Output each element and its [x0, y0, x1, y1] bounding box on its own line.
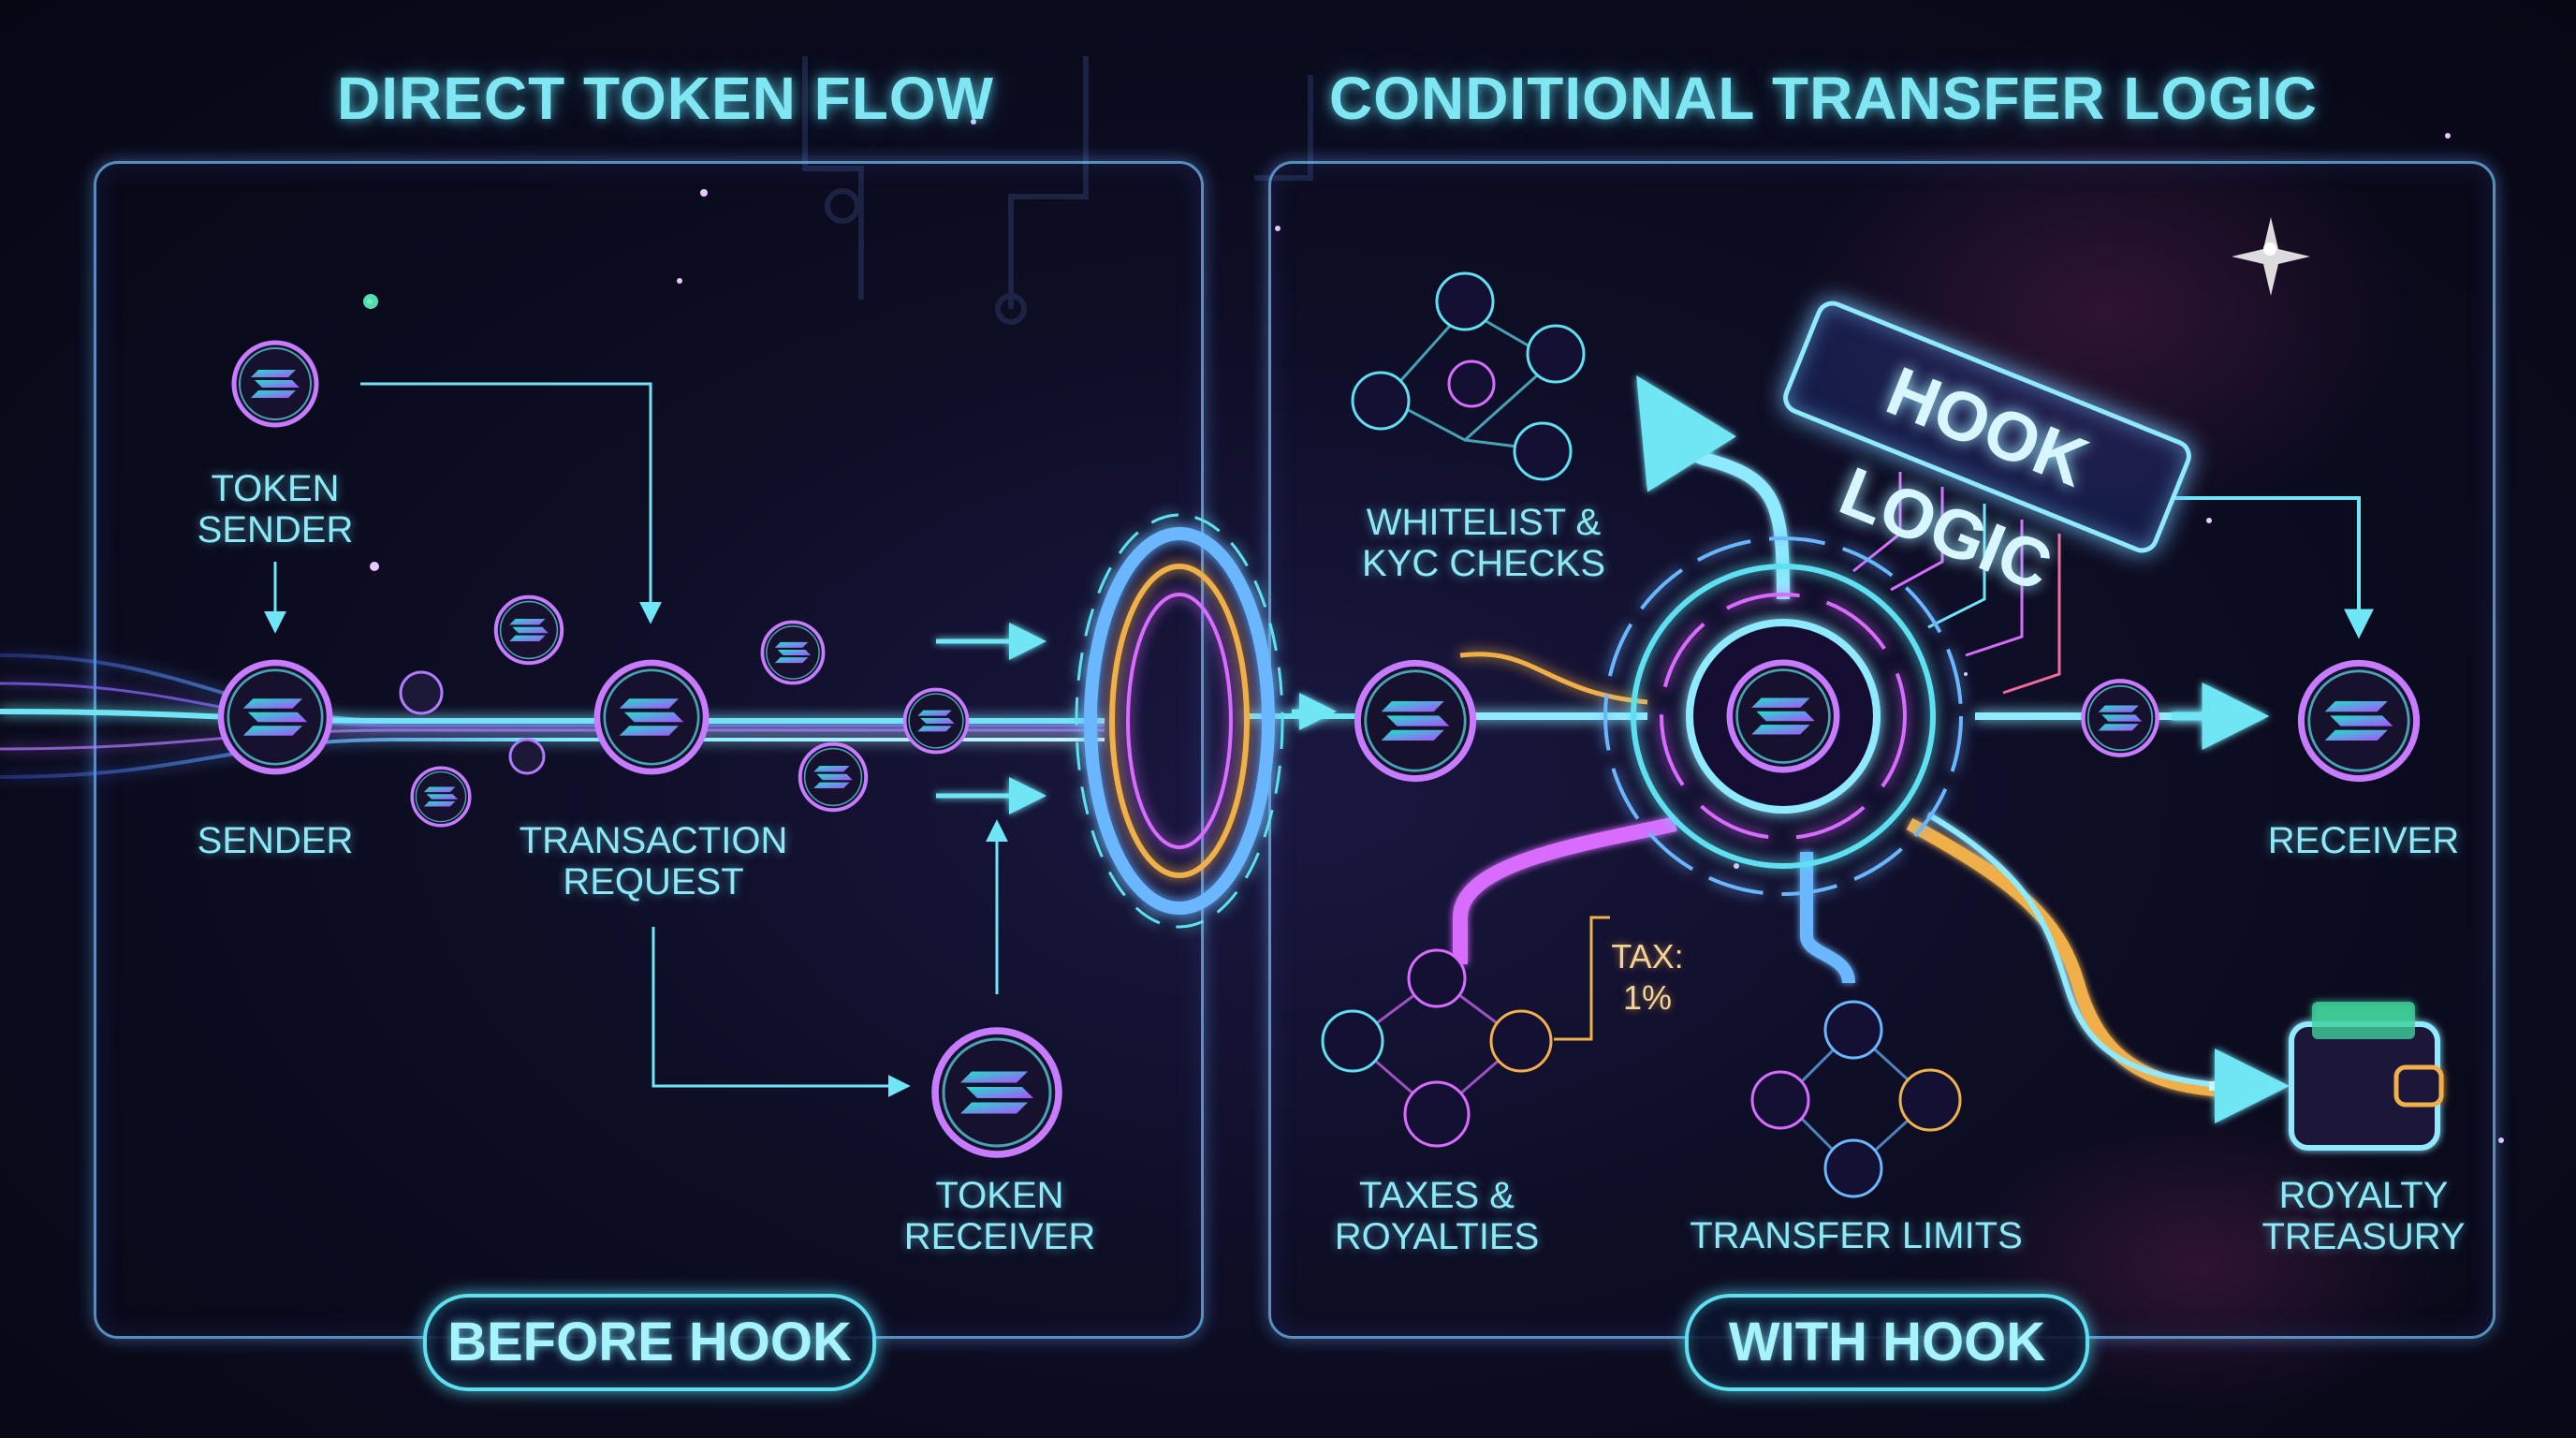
- sender-label: SENDER: [197, 820, 354, 861]
- hourglass-icon: [1750, 1070, 1810, 1130]
- token-receiver-label: TOKEN RECEIVER: [903, 1175, 1096, 1257]
- cube-node-icon: [399, 670, 444, 715]
- hand-coin-icon: [1823, 1138, 1883, 1198]
- token-sender-icon: [234, 343, 316, 425]
- dollar-coin-icon: [1489, 1009, 1553, 1073]
- glow-dot: [363, 294, 378, 309]
- token-receiver-icon: [935, 1031, 1059, 1154]
- incoming-token-icon: [1357, 663, 1472, 778]
- network-icon: [1321, 1009, 1384, 1073]
- hook-to-receiver-connector: [2172, 496, 2374, 639]
- timer-icon: [1898, 1068, 1962, 1132]
- transaction-request-label: TRANSACTION REQUEST: [519, 820, 788, 902]
- clock-icon: [1823, 1000, 1883, 1060]
- user-icon: [1435, 271, 1495, 331]
- hook-connectors: [1852, 472, 2061, 695]
- small-token-icon: [493, 594, 564, 666]
- transaction-token-icon: [597, 663, 706, 771]
- tax-connector: [1554, 916, 1610, 1041]
- royalty-treasury-label: ROYALTY TREASURY: [2261, 1175, 2466, 1257]
- small-token-icon: [410, 766, 472, 828]
- small-token-icon: [760, 620, 826, 685]
- sparkle-star: [2232, 217, 2310, 296]
- with-hook-badge: WITH HOOK: [1685, 1294, 2089, 1391]
- whitelist-kyc-label: WHITELIST & KYC CHECKS: [1361, 502, 1606, 584]
- wallet-icon: [2289, 1002, 2444, 1151]
- tax-rate-label: TAX: 1%: [1611, 937, 1684, 1017]
- shield-check-icon: [1513, 421, 1573, 481]
- sender-token-icon: [221, 663, 329, 771]
- nebula-glow: [1797, 94, 2415, 524]
- whitelist-cluster: [1351, 271, 1586, 481]
- left-connectors: [264, 382, 1008, 1097]
- dollar-icon: [1403, 1080, 1471, 1148]
- outgoing-token-icon: [2083, 681, 2157, 755]
- flow-arrows-left: [936, 623, 2270, 814]
- section-title-right: CONDITIONAL TRANSFER LOGIC: [1329, 65, 2318, 132]
- transfer-limits-label: TRANSFER LIMITS: [1690, 1215, 2023, 1256]
- cube-icon: [1447, 360, 1496, 408]
- cube-node-icon: [508, 738, 546, 775]
- id-card-icon: [1351, 371, 1411, 431]
- receiver-label: RECEIVER: [2267, 820, 2460, 861]
- portal-ring-icon: [1075, 513, 1284, 929]
- token-sender-label: TOKEN SENDER: [197, 468, 354, 550]
- before-hook-badge: BEFORE HOOK: [423, 1294, 876, 1391]
- user-clock-icon: [1526, 324, 1586, 384]
- small-token-icon: [902, 687, 970, 755]
- hub-token-icon: [1730, 663, 1837, 770]
- small-token-icon: [798, 741, 869, 813]
- receiver-token-icon: [2301, 663, 2416, 778]
- tax-cluster: [1321, 948, 1553, 1148]
- taxes-royalties-label: TAXES & ROYALTIES: [1334, 1175, 1540, 1257]
- section-title-left: DIRECT TOKEN FLOW: [337, 65, 994, 132]
- limits-cluster: [1750, 1000, 1962, 1198]
- users-dollar-icon: [1407, 948, 1467, 1008]
